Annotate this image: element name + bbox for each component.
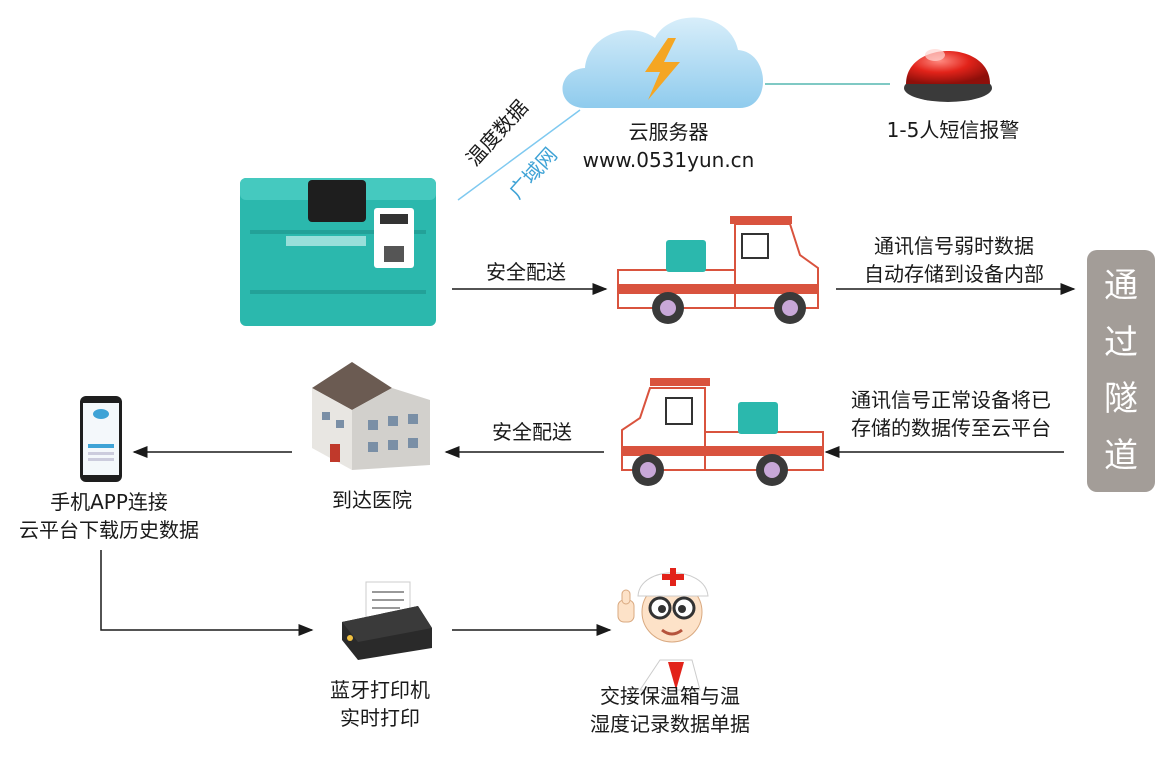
cloud-server-url: www.0531yun.cn [582,148,755,172]
doctor-line2: 湿度记录数据单据 [590,712,750,736]
alarm-light-icon [904,49,992,102]
weak-signal-label: 通讯信号弱时数据 自动存储到设备内部 [842,232,1066,288]
wan-link-line [457,109,581,201]
arrow-phone-to-printer [100,550,314,636]
phone-label: 手机APP连接 云平台下载历史数据 [0,488,218,544]
hospital-label: 到达医院 [332,488,412,512]
deliver-label-1: 安全配送 [486,260,566,284]
doctor-label: 交接保温箱与温 湿度记录数据单据 [570,682,770,738]
normal-signal-line2: 存储的数据传至云平台 [851,416,1051,440]
smartphone-icon [80,396,122,482]
tunnel-char-2: 过 [1104,322,1138,363]
phone-line1: 手机APP连接 [50,490,168,514]
doctor-thumbs-up-icon [617,568,709,691]
deliver-label-2: 安全配送 [492,420,572,444]
cooler-box-icon [240,178,436,326]
tunnel-char-1: 通 [1104,266,1138,307]
hospital-building-icon [312,362,430,470]
tunnel-badge: 通 过 隧 道 [1087,250,1155,492]
normal-signal-line1: 通讯信号正常设备将已 [851,388,1051,412]
alarm-label: 1-5人短信报警 [886,118,1020,142]
weak-signal-line1: 通讯信号弱时数据 [874,234,1034,258]
doctor-line1: 交接保温箱与温 [600,684,740,708]
truck-2-icon [621,378,824,486]
printer-line1: 蓝牙打印机 [330,678,430,702]
printer-line2: 实时打印 [340,706,420,730]
tunnel-char-4: 道 [1104,435,1138,476]
printer-icon [342,581,432,660]
truck-1-icon [617,216,819,324]
weak-signal-line2: 自动存储到设备内部 [864,262,1044,286]
tunnel-char-3: 隧 [1104,379,1138,420]
normal-signal-label: 通讯信号正常设备将已 存储的数据传至云平台 [826,386,1076,442]
phone-line2: 云平台下载历史数据 [19,518,199,542]
printer-label: 蓝牙打印机 实时打印 [310,676,450,732]
cloud-server-label: 云服务器 www.0531yun.cn [566,118,771,174]
lightning-cloud-icon [562,17,764,109]
cloud-server-name: 云服务器 [628,120,709,144]
